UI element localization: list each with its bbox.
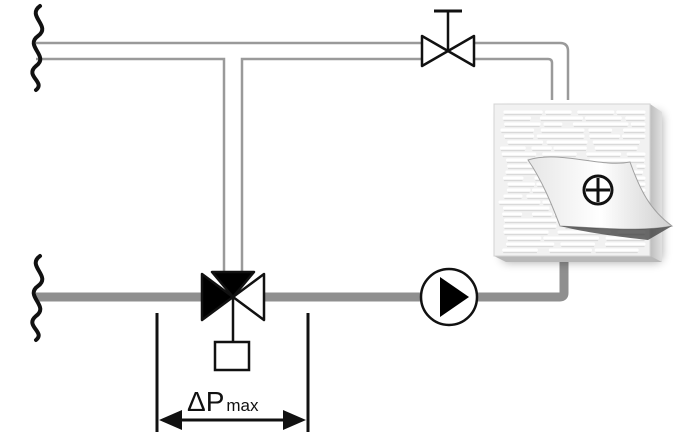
- delta-symbol: Δ: [187, 386, 206, 417]
- pump-icon: [419, 267, 479, 327]
- gate-valve-icon: [420, 9, 476, 68]
- heating-coil-icon: [493, 103, 674, 262]
- plus-circle-icon: [582, 174, 614, 206]
- return-pipe: [36, 258, 569, 302]
- pipe-break-icon: [30, 4, 45, 342]
- delta-p-dimension: [155, 313, 310, 432]
- supply-pipe: [36, 41, 570, 272]
- pressure-symbol: P: [206, 386, 225, 417]
- max-subscript: max: [226, 396, 259, 415]
- three-way-valve-icon: [200, 270, 266, 342]
- actuator-box-icon: [213, 340, 251, 372]
